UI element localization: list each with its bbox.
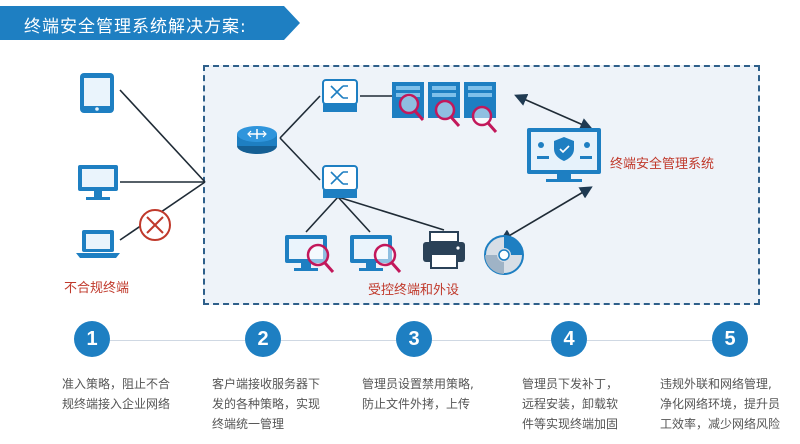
title-banner — [0, 6, 300, 40]
magnifier-icon-server-2 — [434, 99, 461, 127]
desktop-icon — [78, 165, 118, 200]
magnifier-icon-server-1 — [398, 93, 425, 121]
blocked-icon — [139, 209, 171, 241]
disc-icon — [484, 235, 524, 275]
switch-icon-top — [322, 79, 358, 112]
magnifier-icon-monitor-2 — [373, 243, 402, 273]
step-4-description: 管理员下发补丁， 远程安装，卸载软 件等实现终端加固 — [522, 377, 619, 431]
step-3-number: 3 — [396, 321, 432, 357]
step-1-number: 1 — [74, 321, 110, 357]
magnifier-icon-server-3 — [471, 105, 498, 133]
step-5-description: 违规外联和网络管理, 净化网络环境，提升员 工效率，减少网络风险 — [660, 377, 781, 431]
system-label: 终端安全管理系统 — [610, 157, 715, 172]
management-console-icon — [527, 128, 601, 182]
magnifier-icon-monitor-1 — [306, 243, 335, 273]
noncompliant-label: 不合规终端 — [64, 281, 130, 296]
tablet-icon — [80, 73, 114, 113]
step-2-description: 客户端接收服务器下 发的各种策略，实现 终端统一管理 — [212, 377, 321, 431]
step-4-number: 4 — [551, 321, 587, 357]
step-2-number: 2 — [245, 321, 281, 357]
switch-icon-bottom — [322, 165, 358, 198]
step-3-description: 管理员设置禁用策略, 防止文件外拷，上传 — [362, 377, 474, 411]
step-1-description: 准入策略，阻止不合 规终端接入企业网络 — [62, 377, 171, 411]
controlled-label: 受控终端和外设 — [368, 283, 460, 298]
printer-icon — [423, 231, 465, 269]
laptop-icon — [76, 230, 120, 258]
step-5-number: 5 — [712, 321, 748, 357]
page-title: 终端安全管理系统解决方案: — [24, 17, 247, 37]
router-icon — [237, 126, 277, 154]
